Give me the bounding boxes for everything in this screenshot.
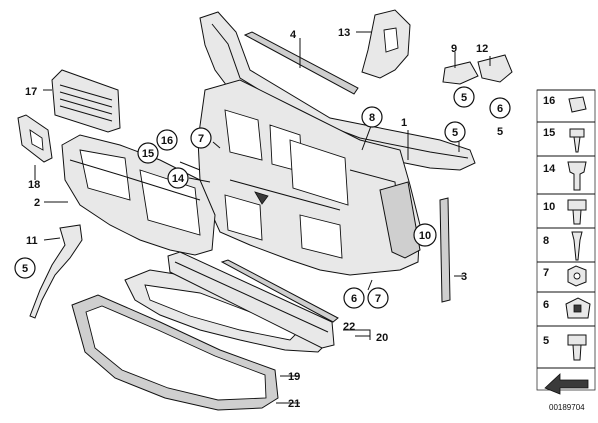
legend-label-14: 14 [543,163,556,175]
legend-label-10: 10 [543,201,555,213]
legend-row-7: 7 [537,261,595,287]
callout-6b: 6 [351,293,357,305]
callout-11: 11 [26,235,38,247]
callout-3: 3 [461,271,467,283]
image-id: 00189704 [549,403,585,412]
grille-insert-part [51,69,121,133]
callout-22: 22 [343,321,355,333]
callout-13: 13 [338,27,350,39]
callout-7b: 7 [375,293,381,305]
callout-circle-5a [453,86,475,108]
bracket-9-part [442,61,479,85]
clip-nut-icon [568,96,587,113]
callout-20: 20 [376,332,388,344]
legend-label-16: 16 [543,95,555,107]
strip-20-part [167,251,335,349]
callout-14: 14 [172,173,185,185]
legend-row-10: 10 [537,193,595,225]
side-seal-part [439,197,451,303]
bracket-12-part [477,54,513,83]
callout-circle-7a [190,127,212,149]
seal-frame-part [71,294,279,411]
callout-labels: 4 13 9 12 17 1 18 2 11 3 22 20 19 21 [25,27,488,410]
legend-row-15: 15 [537,121,595,153]
stud-bolt-icon [571,231,583,261]
direction-arrow-icon [544,373,589,395]
callout-15: 15 [142,148,154,160]
legend-row-16: 16 [537,89,595,113]
callout-17: 17 [25,86,37,98]
seal-strip-top-part [243,31,359,95]
callout-5b: 5 [497,126,503,138]
callout-12: 12 [476,43,488,55]
legend-row-6: 6 [537,291,595,319]
legend-row-8: 8 [537,227,595,261]
callout-circle-5c [444,121,466,143]
flange-screw-icon [567,334,587,361]
callout-circle-6b [343,287,365,309]
callout-19: 19 [288,371,300,383]
callout-21: 21 [288,398,300,410]
screw-icon [569,128,585,153]
legend-label-5: 5 [543,335,549,347]
expansion-rivet-icon [567,161,587,191]
hardware-legend: 16 15 14 10 8 7 [536,89,596,412]
air-duct-part [61,134,216,256]
callout-5d: 5 [22,263,28,275]
callout-1: 1 [401,117,407,129]
callout-circle-16 [156,129,178,151]
callout-5c: 5 [452,127,458,139]
legend-row-14: 14 [537,155,595,191]
callout-4: 4 [290,29,297,41]
legend-row-5: 5 [537,325,595,361]
callout-6a: 6 [497,103,503,115]
callout-circle-7b [367,287,389,309]
callout-circle-6a [489,97,511,119]
callout-18: 18 [28,179,40,191]
callout-7a: 7 [198,133,204,145]
top-bracket-part [361,9,411,79]
legend-label-15: 15 [543,127,555,139]
legend-label-7: 7 [543,267,549,279]
callout-5a: 5 [461,92,467,104]
hex-bolt-icon [567,199,587,225]
callout-9: 9 [451,43,457,55]
callout-circle-14 [167,167,189,189]
callout-2: 2 [34,197,40,209]
callout-8: 8 [369,112,375,124]
callout-circle-10 [413,223,437,247]
holder-part [29,224,83,319]
legend-row-arrow [537,367,595,395]
circled-callouts: 5 6 5 8 5 16 7 15 14 10 5 6 7 [14,86,511,309]
legend-label-8: 8 [543,235,549,247]
callout-10: 10 [419,230,431,242]
callout-circle-15 [137,142,159,164]
legend-label-6: 6 [543,299,549,311]
callout-circle-8 [361,106,383,128]
side-bracket-part [17,114,53,163]
front-carrier-part [197,11,476,276]
callout-circle-5d [14,257,36,279]
strip-22-part [220,259,339,323]
callout-16: 16 [161,135,173,147]
